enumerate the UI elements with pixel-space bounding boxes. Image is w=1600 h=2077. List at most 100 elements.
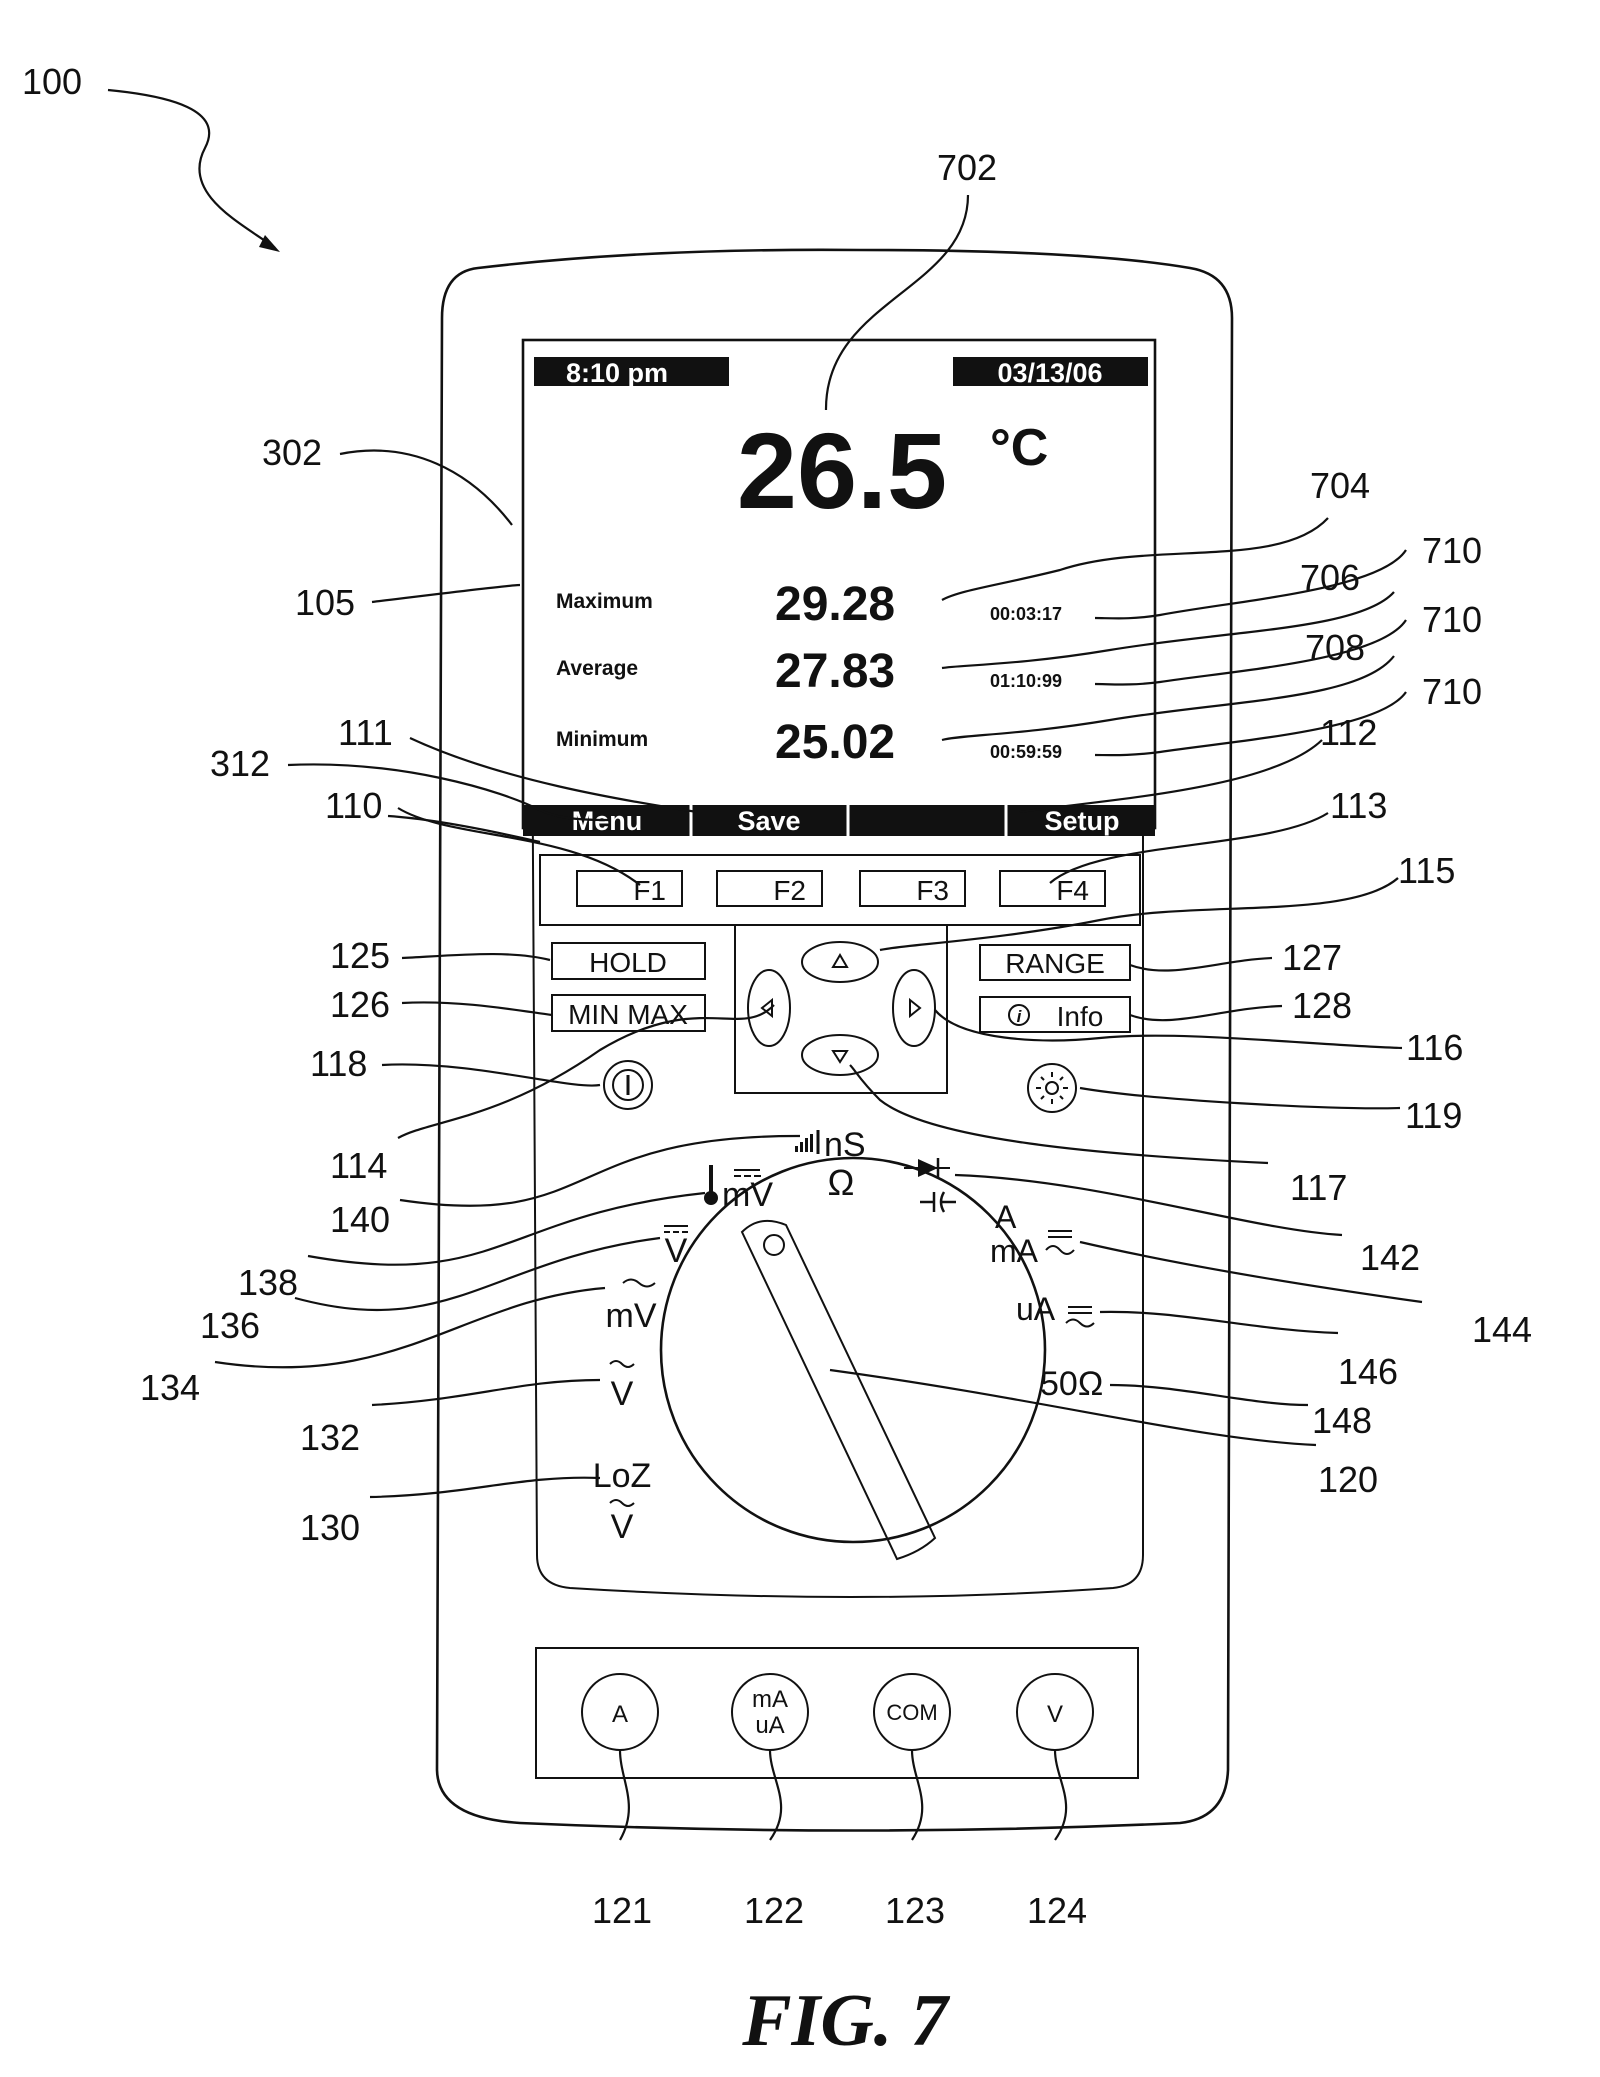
dial-pointer (740, 1219, 937, 1561)
f3-key-label: F3 (916, 875, 949, 906)
ref-142: 142 (1360, 1237, 1420, 1278)
softkey-label-save: Save (737, 806, 800, 836)
f1-key-label: F1 (633, 875, 666, 906)
ref-115: 115 (1398, 850, 1455, 891)
main-reading: 26.5 (737, 410, 947, 531)
dc-symbol-icon (734, 1169, 761, 1177)
nav-up-button[interactable] (801, 941, 879, 983)
info-button-label: Info (1057, 1001, 1104, 1032)
jack-a[interactable]: A (581, 1673, 659, 1751)
device-body-outline (435, 248, 1234, 1832)
ref-116: 116 (1406, 1027, 1463, 1068)
ref-100: 100 (22, 61, 82, 102)
figure-label: FIG. 7 (741, 1980, 951, 2062)
capacitor-icon (920, 1191, 956, 1213)
jack-v[interactable]: V (1016, 1673, 1094, 1751)
dial-label-ua: uA (1016, 1291, 1056, 1327)
stat-elapsed-maximum: 00:03:17 (990, 604, 1062, 624)
power-button[interactable] (603, 1060, 653, 1110)
dial-label-ns: nS (824, 1126, 866, 1164)
dial-label-50-ohm: 50Ω (1040, 1365, 1103, 1403)
f4-key[interactable]: F4 (999, 870, 1106, 907)
f2-key[interactable]: F2 (716, 870, 823, 907)
min-max-button[interactable]: MIN MAX (551, 994, 706, 1032)
min-max-button-label: MIN MAX (568, 999, 688, 1030)
ref-114: 114 (330, 1145, 387, 1186)
jack-ua-label: uA (755, 1712, 784, 1739)
ref-113: 113 (1330, 785, 1387, 826)
ref-132: 132 (300, 1417, 360, 1458)
ref-710a: 710 (1422, 530, 1482, 571)
nav-right-button[interactable] (892, 969, 936, 1047)
ac-dc-symbol-icon (1045, 1230, 1075, 1255)
backlight-button[interactable] (1027, 1063, 1077, 1113)
stat-elapsed-average: 01:10:99 (990, 671, 1062, 691)
stat-value-maximum: 29.28 (775, 578, 895, 631)
f1-key[interactable]: F1 (576, 870, 683, 907)
stat-value-average: 27.83 (775, 645, 895, 698)
ref-128: 128 (1292, 985, 1352, 1026)
nav-down-button[interactable] (801, 1034, 879, 1076)
dial-indicator-dot (763, 1234, 785, 1256)
range-button[interactable]: RANGE (979, 944, 1131, 981)
ref-146: 146 (1338, 1351, 1398, 1392)
ref-126: 126 (330, 984, 390, 1025)
time-bar (534, 357, 729, 386)
ref-302: 302 (262, 432, 322, 473)
ref-125: 125 (330, 935, 390, 976)
ref-117: 117 (1290, 1167, 1347, 1208)
hold-button-label: HOLD (589, 947, 667, 978)
dial-label-mv-ac: mV (606, 1297, 657, 1335)
ref-118: 118 (310, 1043, 367, 1084)
ref-130: 130 (300, 1507, 360, 1548)
stat-label-minimum: Minimum (556, 728, 648, 751)
dc-symbol-icon (664, 1225, 688, 1233)
nav-pad-frame (734, 924, 948, 1094)
ref-710c: 710 (1422, 671, 1482, 712)
ref-124: 124 (1027, 1890, 1087, 1931)
hold-button[interactable]: HOLD (551, 942, 706, 980)
diode-icon (904, 1158, 950, 1178)
ref-148: 148 (1312, 1400, 1372, 1441)
jack-v-label: V (1047, 1701, 1063, 1728)
ref-138: 138 (238, 1262, 298, 1303)
down-arrow-icon (831, 1050, 849, 1064)
ref-708: 708 (1305, 627, 1365, 668)
ref-706: 706 (1300, 557, 1360, 598)
dial-label-v-dc: V (665, 1232, 688, 1270)
jack-a-label: A (612, 1701, 628, 1728)
stat-elapsed-minimum: 00:59:59 (990, 742, 1062, 762)
jack-ma-label: mA (752, 1686, 788, 1713)
ref-312: 312 (210, 743, 270, 784)
thermometer-icon (704, 1165, 718, 1205)
ref-123: 123 (885, 1890, 945, 1931)
jack-ma-ua[interactable]: mA uA (731, 1673, 809, 1751)
ref-110: 110 (325, 785, 382, 826)
ac-symbol-icon (609, 1499, 635, 1507)
softkey-label-setup: Setup (1044, 806, 1119, 836)
input-jack-panel (535, 1647, 1139, 1779)
dial-label-ma: mA (990, 1233, 1039, 1269)
info-icon (1008, 1004, 1030, 1026)
front-panel-outline (528, 341, 1144, 1598)
dial-label-ohm: Ω (828, 1162, 855, 1203)
date-text: 03/13/06 (997, 358, 1102, 388)
ref-112: 112 (1320, 712, 1377, 753)
rotary-dial[interactable] (659, 1156, 1047, 1544)
nav-left-button[interactable] (747, 969, 791, 1047)
dial-label-loz: LoZ (593, 1457, 652, 1495)
stat-value-minimum: 25.02 (775, 716, 895, 769)
softkey-bar (523, 805, 1155, 836)
ref-144: 144 (1472, 1309, 1532, 1350)
jack-com[interactable]: COM (873, 1673, 951, 1751)
ref-702: 702 (937, 147, 997, 188)
f3-key[interactable]: F3 (859, 870, 966, 907)
info-button[interactable]: i Info (979, 996, 1131, 1033)
ref-105: 105 (295, 582, 355, 623)
ref-111: 111 (338, 712, 393, 753)
up-arrow-icon (831, 953, 849, 968)
dial-label-v-ac: V (611, 1375, 634, 1413)
jack-com-label: COM (886, 1700, 937, 1725)
